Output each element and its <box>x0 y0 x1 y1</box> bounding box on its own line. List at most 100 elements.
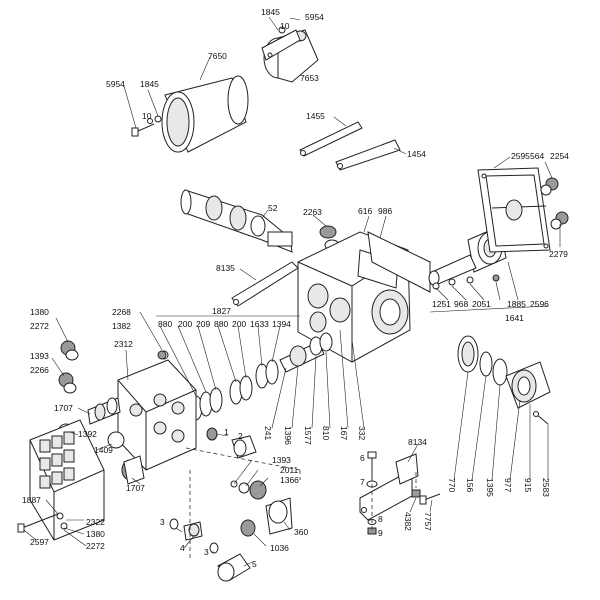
label-1395: 1395 <box>485 478 495 497</box>
label-1707-b: 1707 <box>126 483 145 493</box>
label-5: 5 <box>252 559 257 569</box>
label-1887: 1887 <box>22 495 41 505</box>
label-2322: 2322 <box>86 517 105 527</box>
label-2266: 2266 <box>30 365 49 375</box>
assembly-dash-lines <box>185 447 417 560</box>
part-1455-bracket <box>299 121 363 157</box>
label-6: 6 <box>360 453 365 463</box>
label-332: 332 <box>357 426 367 441</box>
label-1396: 1396 <box>283 426 293 445</box>
label-200-2: 200 <box>232 319 247 329</box>
label-968: 968 <box>454 299 469 309</box>
label-1394: 1394 <box>272 319 291 329</box>
part-1380-plug <box>60 340 79 361</box>
label-1382: 1382 <box>112 321 131 331</box>
label-2597: 2597 <box>30 537 49 547</box>
label-2011: 2011 <box>280 465 299 475</box>
label-1707: 1707 <box>54 403 73 413</box>
label-1455: 1455 <box>306 111 325 121</box>
label-7757: 7757 <box>423 512 433 531</box>
label-1393: 1393 <box>30 351 49 361</box>
label-616: 616 <box>358 206 373 216</box>
part-valve-cover-block <box>29 419 105 541</box>
label-52: 52 <box>268 203 278 213</box>
label-1: 1 <box>224 427 229 437</box>
label-915: 915 <box>523 478 533 493</box>
label-3: 3 <box>160 517 165 527</box>
label-1392: 1392 <box>78 429 97 439</box>
part-2254-plug <box>540 177 559 196</box>
label-4: 4 <box>180 543 185 553</box>
label-2279: 2279 <box>549 249 568 259</box>
label-360: 360 <box>294 527 309 537</box>
label-2272: 2272 <box>30 321 49 331</box>
part-6-bolt <box>367 451 377 480</box>
label-2051: 2051 <box>472 299 491 309</box>
part-986-gasket <box>367 231 431 293</box>
label-880-2: 880 <box>214 319 229 329</box>
part-2-elbow <box>231 435 257 459</box>
part-8134-foot <box>359 453 419 521</box>
part-977-housing <box>505 361 551 409</box>
label-3-b: 3 <box>204 547 209 557</box>
label-167: 167 <box>339 426 349 441</box>
label-9: 9 <box>378 528 383 538</box>
label-1885: 1885 <box>507 299 526 309</box>
label-1845-left: 1845 <box>140 79 159 89</box>
part-1036-fitting <box>240 519 256 537</box>
label-770: 770 <box>447 478 457 493</box>
label-1036: 1036 <box>270 543 289 553</box>
label-880: 880 <box>158 319 173 329</box>
label-1633: 1633 <box>250 319 269 329</box>
part-2312-manifold <box>117 350 197 471</box>
part-52-crankshaft <box>180 189 293 253</box>
label-810: 810 <box>321 426 331 441</box>
part-7650-cover <box>161 75 249 153</box>
label-1380-b: 1380 <box>86 529 105 539</box>
leader-lines <box>23 16 561 567</box>
part-4-fitting <box>183 521 203 541</box>
label-2268: 2268 <box>112 307 131 317</box>
part-1707b-fitting <box>121 455 145 485</box>
label-8: 8 <box>378 514 383 524</box>
label-1845: 1845 <box>261 7 280 17</box>
label-7653: 7653 <box>300 73 319 83</box>
part-5954-bolt <box>131 115 162 137</box>
label-8135: 8135 <box>216 263 235 273</box>
label-564: 564 <box>530 151 545 161</box>
part-4382-nut <box>411 489 421 498</box>
label-241: 241 <box>263 426 273 441</box>
label-7: 7 <box>360 477 365 487</box>
label-2272-b: 2272 <box>86 541 105 551</box>
label-2596: 2596 <box>530 299 549 309</box>
label-1454: 1454 <box>407 149 426 159</box>
part-2268-plug <box>157 350 167 360</box>
label-10-left: 10 <box>142 111 152 121</box>
label-1393-b: 1393 <box>272 455 291 465</box>
part-2279-plug <box>550 211 569 230</box>
part-5-elbow <box>217 553 251 582</box>
label-1409: 1409 <box>94 445 113 455</box>
part-1251-968-2051-seals <box>432 274 500 290</box>
label-209: 209 <box>196 319 211 329</box>
label-8134: 8134 <box>408 437 427 447</box>
label-2: 2 <box>238 431 243 441</box>
label-10: 10 <box>280 21 290 31</box>
label-1366: 1366 <box>280 475 299 485</box>
part-2583-screw <box>533 411 549 425</box>
part-3b-washer <box>209 542 219 554</box>
part-3-washer <box>169 518 179 530</box>
label-1251: 1251 <box>432 299 451 309</box>
part-564-back-cover <box>477 167 551 253</box>
part-2597-bolt <box>17 512 68 533</box>
label-977: 977 <box>503 478 513 493</box>
label-2254: 2254 <box>550 151 569 161</box>
label-2312: 2312 <box>114 339 133 349</box>
label-156: 156 <box>465 478 475 493</box>
label-5954-left: 5954 <box>106 79 125 89</box>
label-2583: 2583 <box>541 478 551 497</box>
part-1454-bracket <box>335 139 401 171</box>
